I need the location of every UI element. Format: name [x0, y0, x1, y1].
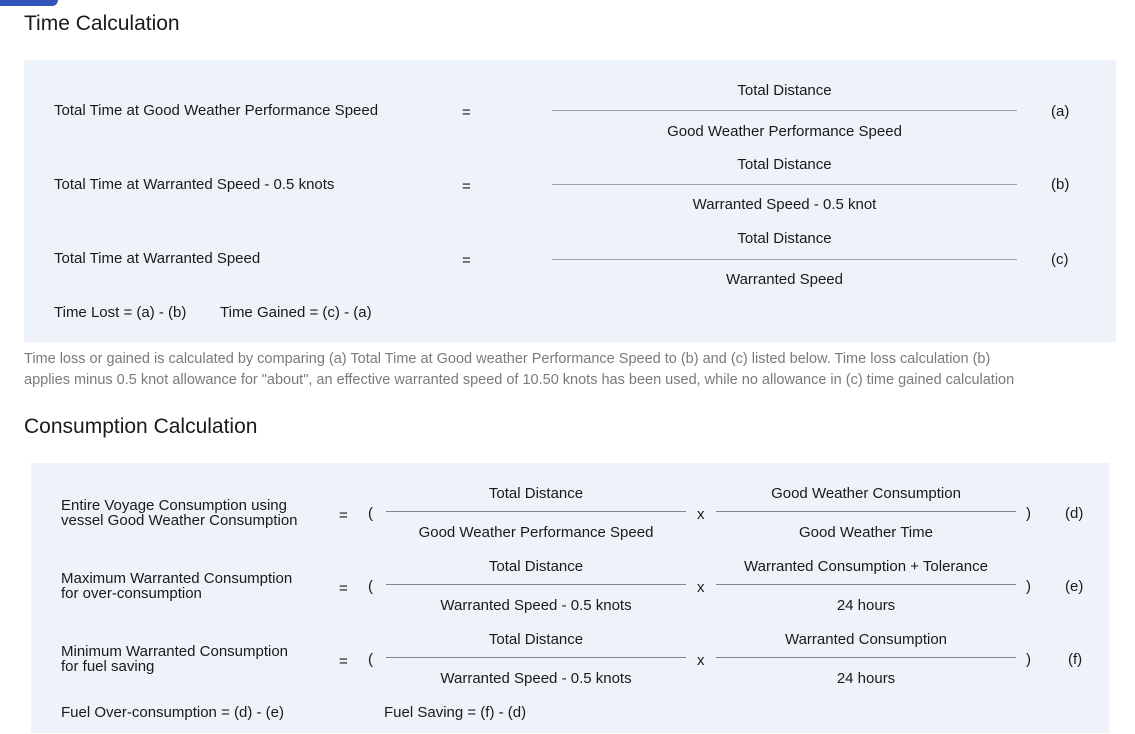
consumption-row-d-fraction-line-1 — [386, 511, 686, 512]
consumption-row-e-numerator-2: Warranted Consumption + Tolerance — [744, 558, 988, 575]
consumption-row-d-times: x — [697, 506, 705, 523]
time-row-c-fraction-line — [552, 259, 1017, 260]
time-row-b-fraction-line — [552, 184, 1017, 185]
time-row-c-equals: = — [462, 252, 471, 269]
consumption-calculation-panel: Entire Voyage Consumption using vessel G… — [31, 463, 1109, 733]
time-lost-formula: Time Lost = (a) - (b) — [54, 304, 187, 321]
time-row-b-numerator: Total Distance — [737, 156, 832, 173]
consumption-row-d-numerator-2: Good Weather Consumption — [771, 485, 961, 502]
consumption-row-e-times: x — [697, 579, 705, 596]
time-row-b-equals: = — [462, 178, 471, 195]
consumption-row-f-open-paren: ( — [368, 651, 373, 668]
consumption-row-e-label: Maximum Warranted Consumption for over-c… — [61, 571, 292, 601]
fuel-saving-formula: Fuel Saving = (f) - (d) — [384, 704, 527, 721]
consumption-calculation-title: Consumption Calculation — [24, 415, 258, 438]
time-note-line-2: applies minus 0.5 knot allowance for "ab… — [24, 372, 1015, 388]
consumption-row-f-equals: = — [339, 653, 348, 670]
time-row-b-denominator: Warranted Speed - 0.5 knot — [692, 196, 877, 213]
corner-tab — [0, 0, 58, 6]
time-row-c-numerator: Total Distance — [737, 230, 832, 247]
fuel-over-consumption-formula: Fuel Over-consumption = (d) - (e) — [61, 704, 284, 721]
consumption-row-e-open-paren: ( — [368, 578, 373, 595]
time-row-a-ref: (a) — [1051, 103, 1070, 120]
consumption-row-f-ref: (f) — [1068, 651, 1083, 668]
consumption-row-e-denominator-2: 24 hours — [836, 597, 896, 614]
consumption-row-e-label-line2: for over-consumption — [61, 585, 202, 602]
consumption-row-f-close-paren: ) — [1026, 651, 1031, 668]
consumption-row-f-fraction-line-1 — [386, 657, 686, 658]
consumption-row-f-label-line2: for fuel saving — [61, 658, 155, 675]
consumption-row-d-label: Entire Voyage Consumption using vessel G… — [61, 498, 298, 528]
consumption-row-e-close-paren: ) — [1026, 578, 1031, 595]
time-calculation-title: Time Calculation — [24, 12, 180, 35]
time-row-a-label: Total Time at Good Weather Performance S… — [54, 102, 379, 119]
consumption-row-e-ref: (e) — [1065, 578, 1084, 595]
time-row-c-ref: (c) — [1051, 251, 1069, 268]
consumption-row-f-label-line1: Minimum Warranted Consumption — [61, 643, 289, 660]
time-row-a-fraction-line — [552, 110, 1017, 111]
consumption-row-d-fraction-line-2 — [716, 511, 1016, 512]
time-row-a-numerator: Total Distance — [737, 82, 832, 99]
consumption-row-f-denominator-1: Warranted Speed - 0.5 knots — [440, 670, 632, 687]
consumption-row-d-label-line1: Entire Voyage Consumption using — [61, 497, 287, 514]
consumption-row-d-close-paren: ) — [1026, 505, 1031, 522]
time-note-line-1: Time loss or gained is calculated by com… — [24, 351, 991, 367]
consumption-row-e-denominator-1: Warranted Speed - 0.5 knots — [440, 597, 632, 614]
consumption-row-d-label-line2: vessel Good Weather Consumption — [61, 512, 298, 529]
consumption-row-e-fraction-line-1 — [386, 584, 686, 585]
consumption-row-e-fraction-line-2 — [716, 584, 1016, 585]
consumption-row-d-equals: = — [339, 507, 348, 524]
consumption-row-f-numerator-2: Warranted Consumption — [784, 631, 948, 648]
consumption-row-e-numerator-1: Total Distance — [488, 558, 584, 575]
time-gained-formula: Time Gained = (c) - (a) — [220, 304, 372, 321]
consumption-row-d-open-paren: ( — [368, 505, 373, 522]
consumption-row-f-label: Minimum Warranted Consumption for fuel s… — [61, 644, 288, 674]
consumption-row-f-denominator-2: 24 hours — [836, 670, 896, 687]
time-row-c-denominator: Warranted Speed — [725, 271, 843, 288]
consumption-row-d-denominator-1: Good Weather Performance Speed — [418, 524, 654, 541]
consumption-row-d-denominator-2: Good Weather Time — [799, 524, 933, 541]
time-row-c-label: Total Time at Warranted Speed — [54, 250, 261, 267]
time-row-b-label: Total Time at Warranted Speed - 0.5 knot… — [54, 176, 335, 193]
consumption-row-e-equals: = — [339, 580, 348, 597]
time-row-a-equals: = — [462, 104, 471, 121]
time-row-a-denominator: Good Weather Performance Speed — [667, 123, 902, 140]
time-calculation-panel: Total Time at Good Weather Performance S… — [24, 60, 1116, 342]
time-row-b-ref: (b) — [1051, 176, 1070, 193]
consumption-row-f-numerator-1: Total Distance — [488, 631, 584, 648]
consumption-row-f-fraction-line-2 — [716, 657, 1016, 658]
consumption-row-e-label-line1: Maximum Warranted Consumption — [61, 570, 293, 587]
consumption-row-d-numerator-1: Total Distance — [488, 485, 584, 502]
consumption-row-f-times: x — [697, 652, 705, 669]
consumption-row-d-ref: (d) — [1065, 505, 1084, 522]
